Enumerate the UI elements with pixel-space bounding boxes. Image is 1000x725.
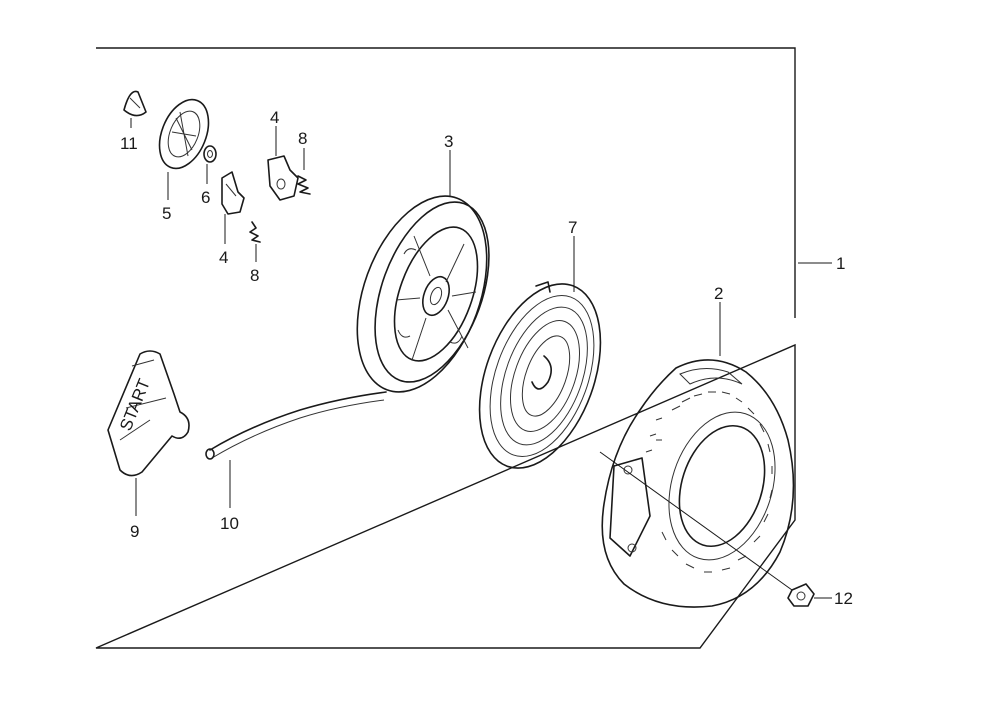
part-7-spring bbox=[478, 236, 602, 469]
part-3-reel bbox=[356, 150, 490, 393]
callout-9: 9 bbox=[130, 522, 139, 541]
part-2-housing bbox=[599, 302, 795, 608]
callout-1: 1 bbox=[836, 254, 845, 273]
part-5-plate bbox=[158, 98, 210, 200]
callout-7: 7 bbox=[568, 218, 577, 237]
callout-6: 6 bbox=[201, 188, 210, 207]
part-4-pawl-upper bbox=[267, 126, 299, 201]
part-12-bolt bbox=[787, 583, 832, 607]
callout-8-lower: 8 bbox=[250, 266, 259, 285]
callout-5: 5 bbox=[162, 204, 171, 223]
part-4-pawl-lower bbox=[221, 171, 245, 244]
assembly-frame bbox=[95, 47, 796, 649]
part-10-rope bbox=[205, 391, 387, 508]
part-8-spring-lower bbox=[249, 221, 261, 262]
callout-11: 11 bbox=[120, 134, 138, 153]
part-9-handle: START bbox=[107, 350, 190, 516]
callout-3: 3 bbox=[444, 132, 453, 151]
callout-4-lower: 4 bbox=[219, 248, 228, 267]
callout-12: 12 bbox=[834, 589, 853, 608]
callout-2: 2 bbox=[714, 284, 723, 303]
handle-start-text: START bbox=[116, 376, 154, 433]
part-8-spring-upper bbox=[297, 148, 311, 195]
part-11-cap bbox=[123, 90, 147, 128]
callout-8-upper: 8 bbox=[298, 129, 307, 148]
part-6-washer bbox=[203, 145, 217, 184]
callout-4-upper: 4 bbox=[270, 108, 279, 127]
callout-10: 10 bbox=[220, 514, 239, 533]
